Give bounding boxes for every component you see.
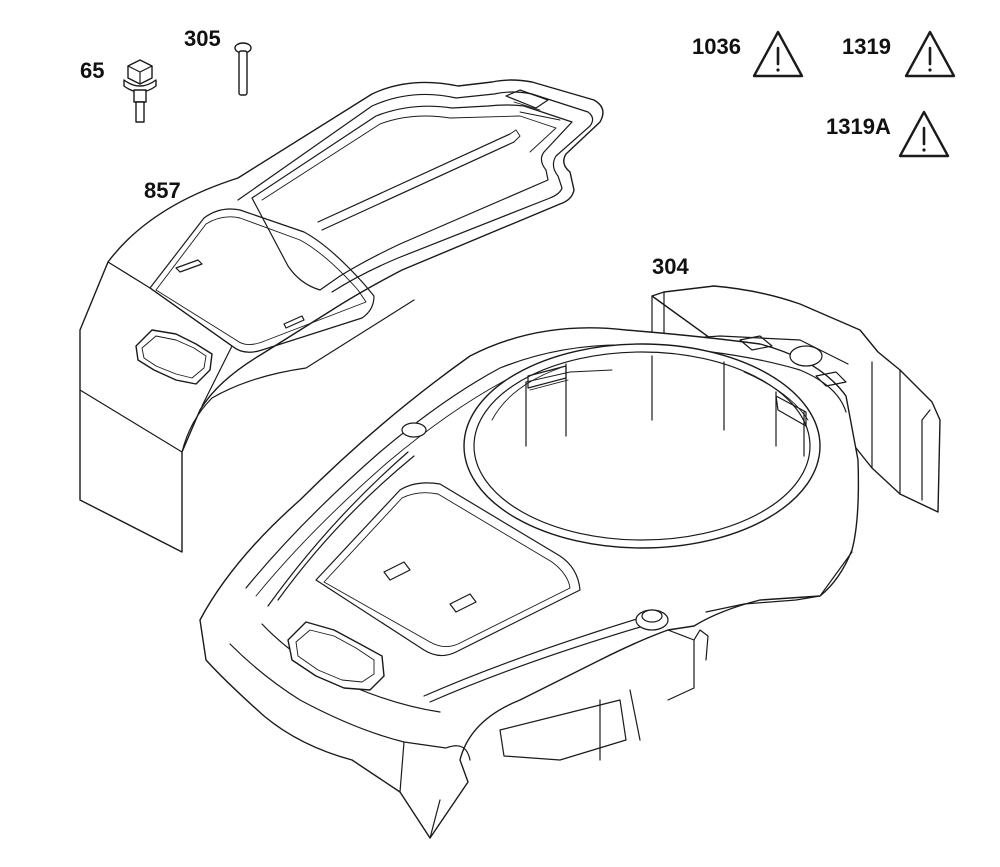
warning-label-1319: 1319 [842,34,891,59]
callout-65: 65 [80,58,105,83]
screw-305 [234,42,252,96]
blower-housing-304 [199,285,941,839]
warning-label-1319a: 1319A [826,114,891,139]
warning-triangle-icon [752,30,804,78]
warning-triangle-icon [904,30,956,78]
warning-triangle-icon [898,110,950,158]
callout-857: 857 [144,178,181,203]
top-cover-857 [79,79,604,553]
warning-label-1036: 1036 [692,34,741,59]
callout-304: 304 [652,254,689,279]
callout-305: 305 [184,26,221,51]
bolt-65 [123,59,157,123]
